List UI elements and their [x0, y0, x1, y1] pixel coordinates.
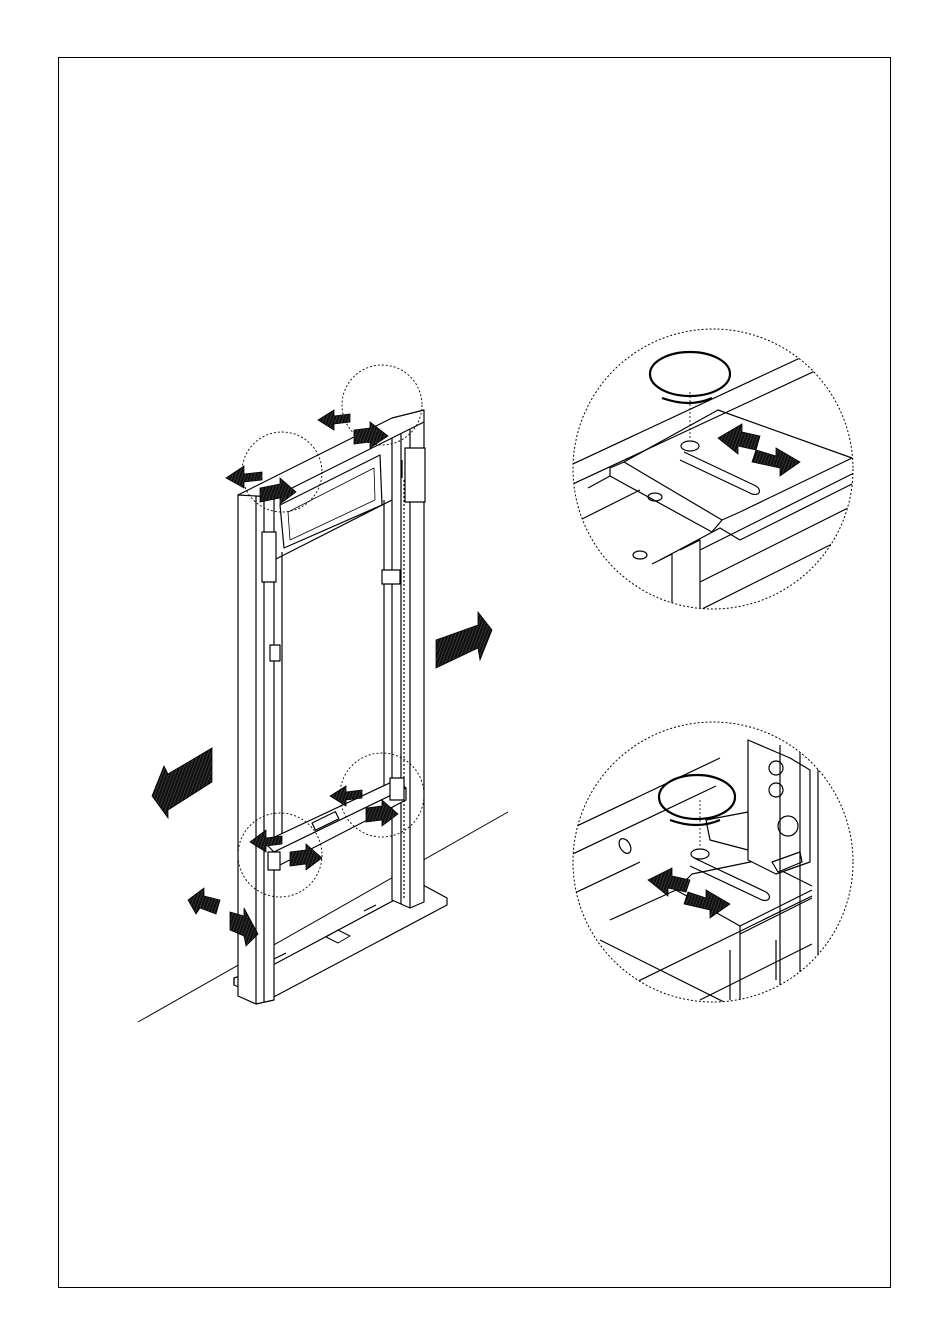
arrow-top-right-out [318, 410, 350, 430]
arrow-pull-right [436, 612, 492, 668]
top-rail-slot-detail [560, 329, 860, 620]
top-screw-head [681, 441, 699, 451]
rack-frame-assembly [138, 365, 508, 1022]
bottom-rail-slot-detail [560, 722, 853, 1010]
arrow-pull-left [152, 748, 212, 818]
arrow-floor-left [188, 888, 220, 914]
detail-bottom-outline [573, 722, 853, 1002]
detail-top-outline [573, 329, 853, 609]
arrow-top-left-out [226, 466, 262, 488]
floor-line [138, 812, 508, 1022]
bottom-screw-head [691, 849, 709, 859]
